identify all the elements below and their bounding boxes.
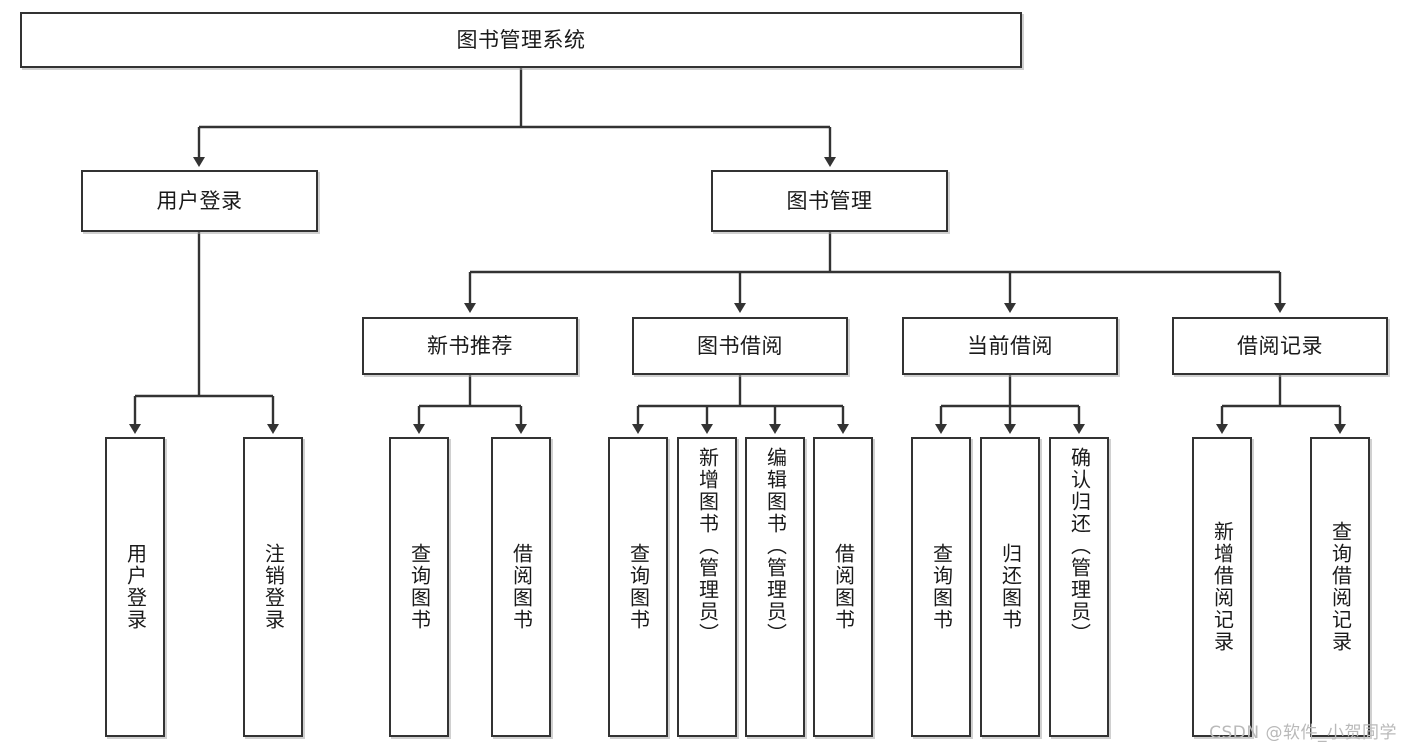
leaf-current-borrow-return-book[interactable]: 归还图书 xyxy=(980,437,1040,737)
leaf-user-login-login[interactable]: 用户登录 xyxy=(105,437,165,737)
node-label: 查询图书 xyxy=(407,543,432,631)
leaf-borrow-records-query-record[interactable]: 查询借阅记录 xyxy=(1310,437,1370,737)
leaf-book-borrow-borrow-book[interactable]: 借阅图书 xyxy=(813,437,873,737)
node-root-book-management-system[interactable]: 图书管理系统 xyxy=(20,12,1022,68)
leaf-borrow-records-add-record[interactable]: 新增借阅记录 xyxy=(1192,437,1252,737)
node-label: 查询图书 xyxy=(929,543,954,631)
csdn-watermark: CSDN @软件_小贺同学 xyxy=(1209,723,1397,743)
leaf-book-borrow-edit-book-admin[interactable]: 编辑图书（管理员） xyxy=(745,437,805,737)
leaf-book-borrow-add-book-admin[interactable]: 新增图书（管理员） xyxy=(677,437,737,737)
node-user-login[interactable]: 用户登录 xyxy=(81,170,318,232)
node-label: 借阅图书 xyxy=(509,543,534,631)
node-label: 图书管理 xyxy=(786,188,873,213)
node-label: 新增借阅记录 xyxy=(1210,521,1235,653)
node-new-book-recommend[interactable]: 新书推荐 xyxy=(362,317,578,375)
node-current-borrow[interactable]: 当前借阅 xyxy=(902,317,1118,375)
node-label: 查询图书 xyxy=(626,543,651,631)
node-book-management[interactable]: 图书管理 xyxy=(711,170,948,232)
node-label: 借阅记录 xyxy=(1237,333,1323,358)
leaf-new-book-borrow-book[interactable]: 借阅图书 xyxy=(491,437,551,737)
node-book-borrow[interactable]: 图书借阅 xyxy=(632,317,848,375)
node-label: 用户登录 xyxy=(156,188,243,213)
leaf-current-borrow-query-book[interactable]: 查询图书 xyxy=(911,437,971,737)
node-label: 编辑图书（管理员） xyxy=(763,447,788,645)
leaf-user-login-logout[interactable]: 注销登录 xyxy=(243,437,303,737)
node-label: 归还图书 xyxy=(998,543,1023,631)
node-label: 图书管理系统 xyxy=(456,27,586,52)
node-label: 确认归还（管理员） xyxy=(1067,447,1092,645)
leaf-book-borrow-query-book[interactable]: 查询图书 xyxy=(608,437,668,737)
node-label: 新增图书（管理员） xyxy=(695,447,720,645)
node-label: 当前借阅 xyxy=(967,333,1053,358)
node-label: 借阅图书 xyxy=(831,543,856,631)
node-label: 注销登录 xyxy=(261,543,286,631)
node-label: 查询借阅记录 xyxy=(1328,521,1353,653)
node-label: 用户登录 xyxy=(123,543,148,631)
node-label: 新书推荐 xyxy=(427,333,513,358)
leaf-new-book-query-book[interactable]: 查询图书 xyxy=(389,437,449,737)
node-borrow-records[interactable]: 借阅记录 xyxy=(1172,317,1388,375)
leaf-current-borrow-confirm-return-admin[interactable]: 确认归还（管理员） xyxy=(1049,437,1109,737)
node-label: 图书借阅 xyxy=(697,333,783,358)
